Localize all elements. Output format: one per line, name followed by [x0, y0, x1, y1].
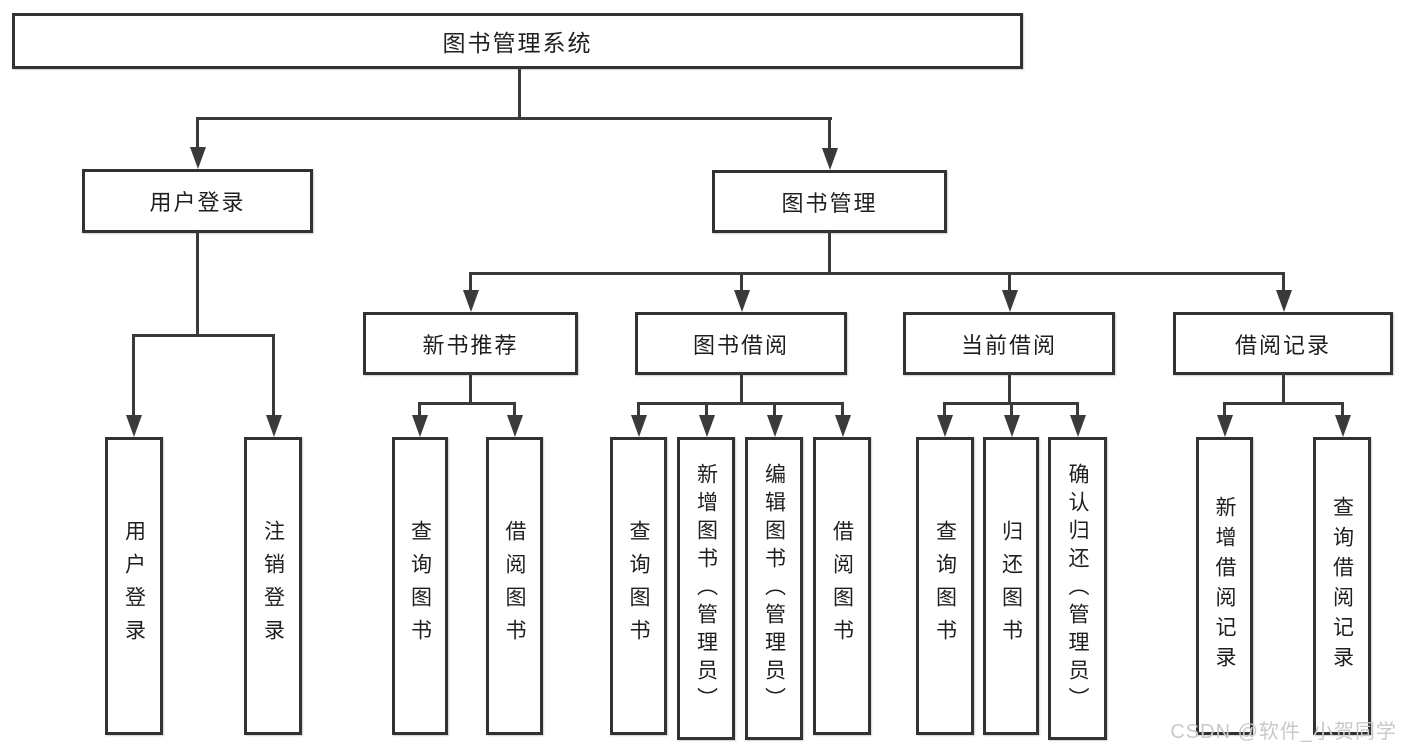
leaf-rec-add-borrow-record-label: 新增借阅记录: [1213, 496, 1236, 676]
connector-line: [828, 231, 831, 275]
leaf-cb-query-books: 查询图书: [916, 437, 974, 735]
connector-arrow: [1076, 402, 1079, 415]
connector-arrow: [943, 402, 946, 415]
connector-arrow: [828, 117, 831, 148]
leaf-nb-borrow-books-label: 借阅图书: [503, 520, 526, 652]
connector-line: [196, 231, 199, 336]
leaf-nb-borrow-books: 借阅图书: [486, 437, 543, 735]
node-current-borrow-label: 当前借阅: [960, 332, 1057, 358]
connector-arrow: [132, 334, 135, 415]
node-book-management-branch: 图书管理: [712, 170, 947, 233]
node-book-borrow: 图书借阅: [635, 312, 847, 375]
watermark: CSDN @软件_小贺同学: [1170, 721, 1397, 743]
leaf-bb-add-books-admin: 新增图书（管理员）: [677, 437, 735, 740]
leaf-cb-return-books: 归还图书: [983, 437, 1039, 735]
node-current-borrow: 当前借阅: [903, 312, 1115, 375]
leaf-rec-query-borrow-record: 查询借阅记录: [1313, 437, 1371, 735]
leaf-rec-query-borrow-record-label: 查询借阅记录: [1330, 496, 1354, 676]
leaf-nb-query-books-label: 查询图书: [408, 520, 432, 652]
connector-arrow: [1341, 402, 1344, 415]
connector-arrow: [1008, 272, 1011, 290]
connector-line: [418, 402, 516, 405]
connector-arrow: [418, 402, 421, 415]
leaf-bb-borrow-books-label: 借阅图书: [830, 520, 854, 652]
leaf-cb-query-books-label: 查询图书: [933, 520, 957, 652]
node-user-login-branch: 用户登录: [82, 169, 313, 233]
node-book-borrow-label: 图书借阅: [692, 332, 789, 358]
connector-line: [518, 67, 521, 119]
leaf-nb-query-books: 查询图书: [392, 437, 448, 735]
connector-arrow: [272, 334, 275, 415]
connector-arrow: [469, 272, 472, 290]
connector-arrow: [705, 402, 708, 415]
connector-arrow: [513, 402, 516, 415]
leaf-rec-add-borrow-record: 新增借阅记录: [1196, 437, 1253, 735]
node-borrow-records-label: 借阅记录: [1234, 332, 1331, 358]
connector-arrow: [1223, 402, 1226, 415]
connector-line: [637, 402, 844, 405]
connector-arrow: [196, 117, 199, 147]
connector-line: [740, 373, 743, 404]
leaf-cb-confirm-return-admin: 确认归还（管理员）: [1048, 437, 1107, 740]
node-book-management-branch-label: 图书管理: [781, 190, 878, 216]
node-user-login-branch-label: 用户登录: [149, 190, 246, 215]
node-root-label: 图书管理系统: [442, 30, 593, 56]
connector-arrow: [773, 402, 776, 415]
connector-line: [196, 117, 832, 120]
connector-arrow: [841, 402, 844, 415]
leaf-bb-borrow-books: 借阅图书: [813, 437, 871, 735]
connector-arrow: [1282, 272, 1285, 290]
connector-line: [1282, 373, 1285, 404]
connector-line: [1008, 373, 1011, 404]
node-root: 图书管理系统: [12, 13, 1023, 69]
node-new-book-recommend: 新书推荐: [363, 312, 578, 375]
connector-line: [469, 272, 1285, 275]
connector-arrow: [637, 402, 640, 415]
leaf-bb-edit-books-admin: 编辑图书（管理员）: [745, 437, 803, 740]
connector-arrow: [1010, 402, 1013, 415]
leaf-logout-label: 注销登录: [261, 520, 285, 652]
leaf-user-login-label: 用户登录: [122, 520, 146, 652]
node-borrow-records: 借阅记录: [1173, 312, 1393, 375]
leaf-user-login: 用户登录: [105, 437, 163, 735]
leaf-cb-return-books-label: 归还图书: [999, 520, 1023, 652]
connector-line: [132, 334, 275, 337]
leaf-bb-add-books-admin-label: 新增图书（管理员）: [694, 462, 718, 715]
leaf-bb-query-books-label: 查询图书: [627, 520, 650, 652]
leaf-bb-edit-books-admin-label: 编辑图书（管理员）: [762, 462, 786, 715]
connector-line: [1223, 402, 1343, 405]
leaf-cb-confirm-return-admin-label: 确认归还（管理员）: [1066, 462, 1089, 715]
leaf-bb-query-books: 查询图书: [610, 437, 667, 735]
connector-arrow: [740, 272, 743, 290]
node-new-book-recommend-label: 新书推荐: [422, 332, 519, 358]
leaf-logout: 注销登录: [244, 437, 302, 735]
connector-line: [469, 373, 472, 404]
